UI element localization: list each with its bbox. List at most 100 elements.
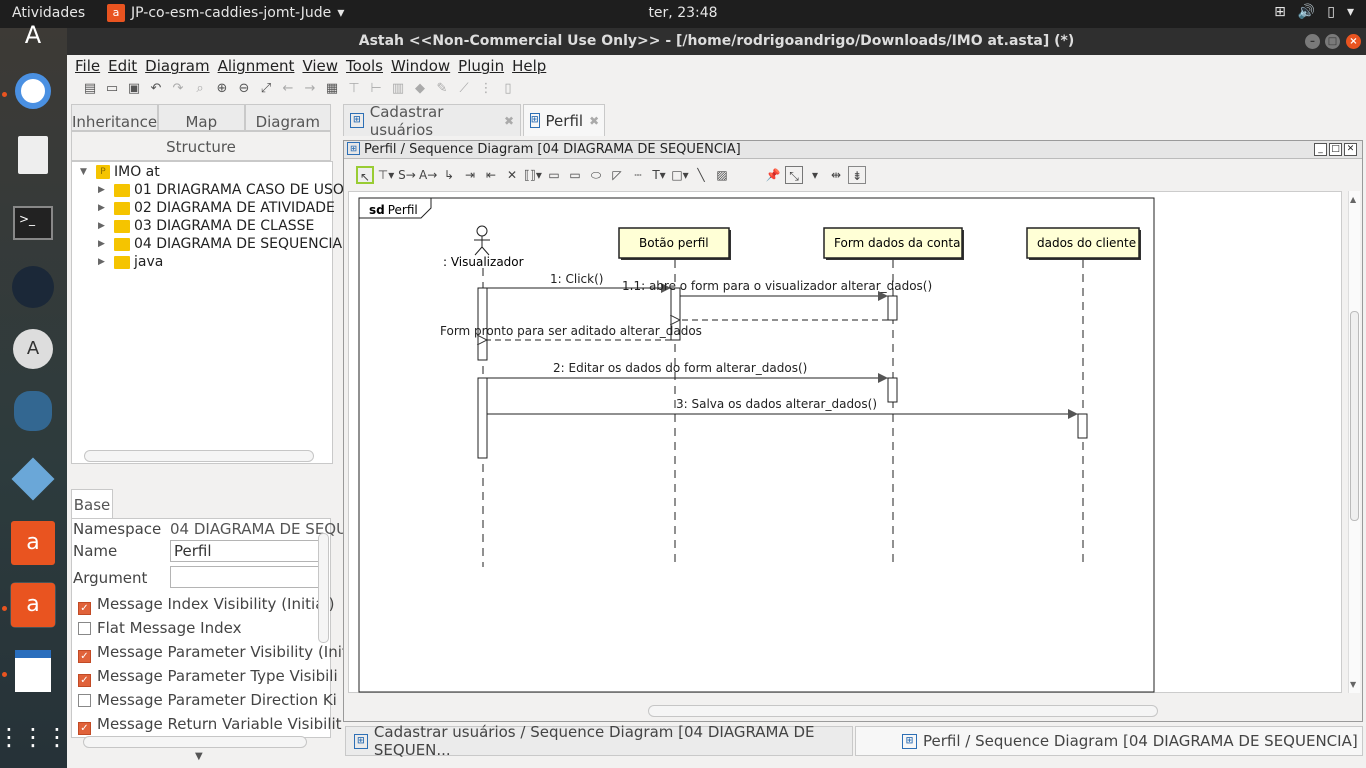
maximize-button[interactable]: □: [1325, 34, 1340, 49]
network-icon[interactable]: ⊞: [1274, 4, 1286, 20]
tree-item[interactable]: ▶04 DIAGRAMA DE SEQUENCIA: [98, 235, 342, 253]
astah-active-icon[interactable]: a: [10, 582, 56, 628]
ubuntu-software-icon[interactable]: A: [24, 21, 42, 49]
power-menu-icon[interactable]: ▾: [1346, 4, 1354, 20]
tree-item[interactable]: ▶01 DRIAGRAMA CASO DE USO: [98, 181, 344, 199]
checkbox[interactable]: ✓: [78, 602, 91, 615]
virtualbox-icon[interactable]: [10, 456, 56, 502]
line-mode-icon[interactable]: ⤡: [785, 166, 803, 184]
state-invariant-icon[interactable]: ▭: [569, 168, 581, 182]
tab-structure[interactable]: Structure: [71, 131, 331, 161]
tab-perfil[interactable]: ⊞ Perfil ✖: [523, 104, 605, 136]
combined-fragment-icon[interactable]: ▭: [548, 168, 560, 182]
stop-icon[interactable]: ✕: [506, 168, 518, 182]
sd-frame[interactable]: [358, 197, 1155, 693]
show-applications-icon[interactable]: ⋮⋮⋮: [0, 723, 69, 751]
terminal-icon[interactable]: >_: [10, 200, 56, 246]
rectangle-tool-icon[interactable]: □▾: [671, 168, 689, 182]
chevron-right-icon[interactable]: ▶: [98, 221, 105, 231]
steam-icon[interactable]: [10, 264, 56, 310]
ellipse-icon[interactable]: ⬭: [590, 168, 602, 182]
name-field[interactable]: Perfil: [170, 540, 320, 562]
tree-root[interactable]: ▼ P IMO at: [80, 163, 160, 181]
lifeline-form-dados-da-conta[interactable]: Form dados da conta: [823, 227, 964, 260]
menu-alignment[interactable]: Alignment: [217, 57, 295, 75]
app-menu[interactable]: a JP-co-esm-caddies-jomt-Jude ▾: [107, 4, 344, 22]
reply-message-icon[interactable]: ⇤: [485, 168, 497, 182]
lifeline-botao-perfil[interactable]: Botão perfil: [618, 227, 731, 260]
line-tool-icon[interactable]: ╲: [697, 168, 705, 182]
activities-button[interactable]: Atividades: [12, 5, 86, 21]
check-row[interactable]: Message Parameter Direction Ki: [72, 691, 337, 709]
chevron-right-icon[interactable]: ▶: [98, 203, 105, 213]
astah-icon[interactable]: a: [10, 520, 56, 566]
menu-view[interactable]: View: [302, 57, 339, 75]
battery-icon[interactable]: ▯: [1327, 4, 1335, 20]
tree-item[interactable]: ▶03 DIAGRAMA DE CLASSE: [98, 217, 314, 235]
argument-field[interactable]: [170, 566, 320, 588]
bottom-tab-perfil[interactable]: ⊞ Perfil / Sequence Diagram [04 DIAGRAMA…: [855, 726, 1363, 756]
menu-edit[interactable]: Edit: [108, 57, 138, 75]
close-tab-icon[interactable]: ✖: [589, 113, 600, 128]
menu-window[interactable]: Window: [391, 57, 451, 75]
align-top-icon[interactable]: ⊤: [348, 81, 360, 96]
sequence-settings-icon[interactable]: ⇟: [848, 166, 866, 184]
clock[interactable]: ter, 23:48: [648, 5, 718, 21]
note-icon[interactable]: ◸: [612, 168, 622, 182]
grid-icon[interactable]: ▦: [325, 81, 339, 96]
tab-base[interactable]: Base: [71, 489, 113, 519]
frame-minimize-button[interactable]: _: [1314, 143, 1327, 156]
line-mode-dropdown-icon[interactable]: ▾: [811, 168, 819, 182]
libreoffice-writer-icon[interactable]: [10, 648, 56, 694]
create-message-icon[interactable]: ↳: [443, 168, 455, 182]
fit-window-icon[interactable]: ⤢: [260, 81, 272, 96]
forward-icon[interactable]: →: [304, 81, 316, 96]
menu-diagram[interactable]: Diagram: [145, 57, 210, 75]
menu-file[interactable]: File: [75, 57, 101, 75]
chevron-right-icon[interactable]: ▶: [98, 257, 105, 267]
chevron-right-icon[interactable]: ▶: [98, 239, 105, 249]
pin-icon[interactable]: 📌: [765, 168, 781, 182]
frame-close-button[interactable]: ✕: [1344, 143, 1357, 156]
tab-map[interactable]: Map: [158, 104, 245, 131]
checkbox[interactable]: [78, 694, 91, 707]
interaction-use-icon[interactable]: ⟦⟧▾: [524, 168, 542, 182]
props-horizontal-scrollbar[interactable]: [83, 736, 307, 748]
back-icon[interactable]: ←: [282, 81, 294, 96]
software-updater-icon[interactable]: A: [10, 326, 56, 372]
chromium-icon[interactable]: [10, 68, 56, 114]
chevron-up-icon[interactable]: ▲: [1350, 195, 1357, 204]
props-vertical-scrollbar[interactable]: [318, 533, 329, 643]
checkbox[interactable]: ✓: [78, 674, 91, 687]
chevron-down-icon[interactable]: ▼: [80, 167, 87, 177]
chevron-right-icon[interactable]: ▶: [98, 185, 105, 195]
check-row[interactable]: ✓Message Parameter Type Visibili: [72, 667, 338, 687]
line-style-icon[interactable]: ⟋: [459, 81, 469, 96]
sync-message-icon[interactable]: S→: [398, 168, 416, 182]
scroll-thumb[interactable]: [1350, 311, 1359, 521]
zoom-out-icon[interactable]: ⊖: [238, 81, 250, 96]
anchor-line-icon[interactable]: ┄: [634, 168, 642, 182]
lifeline-dados-do-cliente[interactable]: dados do cliente: [1026, 227, 1141, 260]
align-left-icon[interactable]: ⊢: [370, 81, 382, 96]
checkbox[interactable]: ✓: [78, 650, 91, 663]
tree-item[interactable]: ▶02 DIAGRAMA DE ATIVIDADE: [98, 199, 335, 217]
tree-horizontal-scrollbar[interactable]: [84, 450, 314, 462]
line-color-icon[interactable]: ✎: [436, 81, 448, 96]
minimize-button[interactable]: –: [1305, 34, 1320, 49]
bottom-tab-cadastrar[interactable]: ⊞ Cadastrar usuários / Sequence Diagram …: [345, 723, 853, 759]
chevron-down-icon[interactable]: ▼: [195, 751, 203, 762]
canvas-vertical-scrollbar[interactable]: ▲ ▼: [1348, 191, 1360, 693]
layout-icon[interactable]: ▯: [504, 81, 512, 96]
tab-diagram[interactable]: Diagram: [244, 104, 331, 131]
actor-visualizador[interactable]: : Visualizador: [443, 225, 524, 269]
font-icon[interactable]: ⋮: [479, 81, 493, 96]
image-tool-icon[interactable]: ▨: [716, 168, 728, 182]
async-message-icon[interactable]: A→: [419, 168, 438, 182]
chevron-down-icon[interactable]: ▼: [1350, 680, 1357, 689]
check-row[interactable]: Flat Message Index: [72, 619, 241, 637]
system-tray[interactable]: ⊞ 🔊 ▯ ▾: [1274, 4, 1354, 20]
tree-item[interactable]: ▶java: [98, 253, 163, 271]
tab-cadastrar-usuarios[interactable]: ⊞ Cadastrar usuários ✖: [343, 103, 521, 139]
